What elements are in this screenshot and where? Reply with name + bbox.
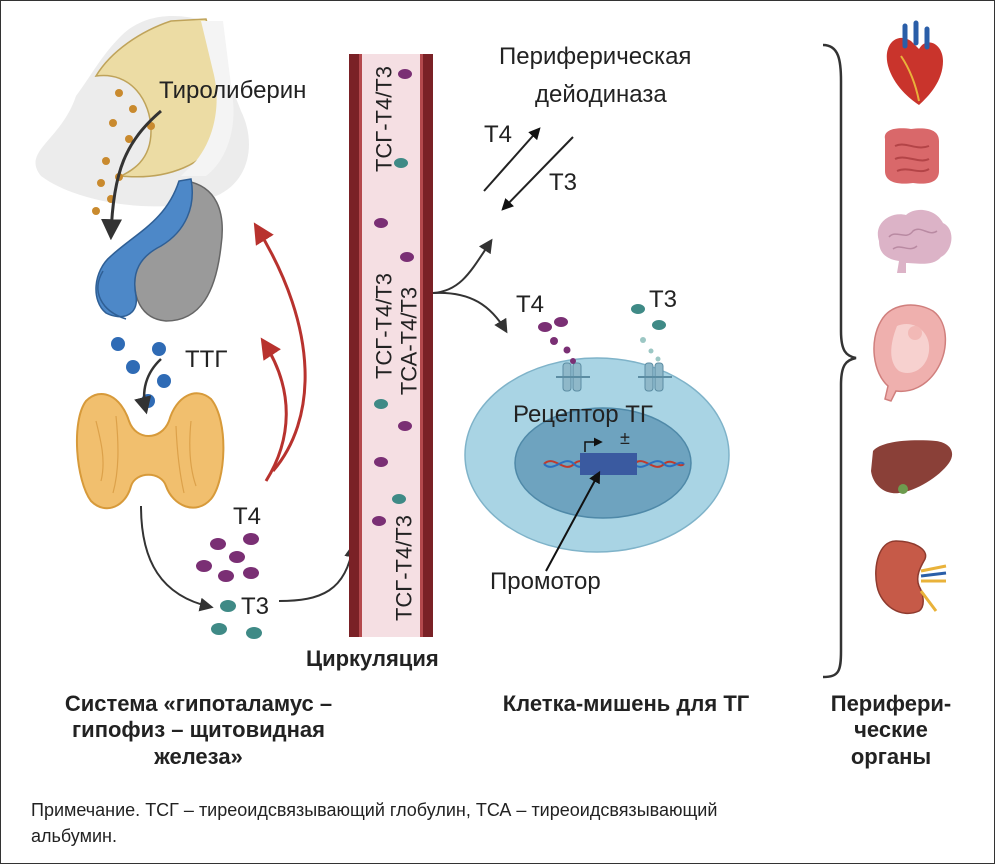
footnote-line1: Примечание. ТСГ – тиреоидсвязывающий гло… [31, 800, 718, 820]
label-t3-left: Т3 [241, 593, 270, 620]
label-promoter: Промотор [490, 568, 601, 595]
label-vessel-complex-2: ТСГ-Т4/Т3 [371, 272, 397, 380]
t4-molecules-cell [538, 317, 576, 364]
kidney-icon [875, 540, 947, 615]
caption-system-line3: железа» [154, 743, 243, 769]
label-circulation: Циркуляция [306, 646, 439, 671]
promoter-pointer [545, 470, 601, 572]
label-vessel-complex-4: ТСГ-Т4/Т3 [391, 514, 417, 622]
intestine-icon [884, 128, 939, 184]
caption-organs: Перифери- ческие органы [811, 691, 971, 770]
liver-icon [871, 440, 953, 494]
ttg-arrow [134, 358, 162, 415]
caption-organs-line3: органы [850, 743, 932, 769]
thyroid-illustration [76, 392, 225, 510]
label-t4-left: Т4 [233, 503, 262, 530]
label-t3-conversion: Т3 [549, 169, 578, 196]
t4-to-t3-arrow [483, 127, 541, 192]
caption-organs-line1: Перифери- [830, 691, 952, 716]
label-tyroliberin: Тиролиберин [159, 77, 307, 104]
to-circulation-arrow [278, 543, 359, 602]
tyroliberin-arrow [101, 109, 162, 241]
t3-molecules-cell [631, 304, 666, 362]
to-cell-arrow [432, 291, 508, 334]
label-receptor: Рецептор ТГ [513, 401, 653, 428]
ttg-molecules [111, 337, 171, 408]
feedback-arrow-pituitary [260, 337, 288, 482]
label-t4-cell: Т4 [516, 291, 545, 318]
t3-molecules-left [211, 600, 262, 639]
t3-to-t4-arrow [501, 136, 574, 211]
label-deiodinase-line1: Периферическая [499, 43, 692, 70]
t3-transporter [638, 362, 672, 392]
vessel-t4-molecules [372, 69, 414, 526]
caption-system-line2: гипофиз – щитовидная [72, 717, 325, 743]
vessel-t3-molecules [374, 158, 408, 504]
hypothalamus-illustration [35, 16, 249, 207]
caption-target-cell: Клетка-мишень для ТГ [502, 691, 750, 716]
blood-vessel [349, 54, 433, 637]
caption-organs-line2: ческие [854, 717, 928, 743]
heart-icon [886, 20, 943, 105]
caption-system: Система «гипоталамус – гипофиз – щитовид… [21, 691, 376, 770]
label-vessel-complex-1: ТСГ-Т4/Т3 [371, 65, 397, 173]
brain-icon [877, 209, 952, 273]
footnote: Примечание. ТСГ – тиреоидсвязывающий гло… [31, 797, 951, 849]
feedback-arrow-hypothalamus [253, 222, 307, 472]
uterus-fetus-icon [873, 304, 947, 402]
t4-transporter [556, 362, 590, 392]
label-plusminus: ± [620, 428, 630, 448]
thyroid-output-arrow [140, 505, 214, 612]
t4-molecules-left [196, 533, 259, 582]
caption-system-line1: Система «гипоталамус – [64, 691, 333, 716]
pituitary-illustration [95, 178, 223, 322]
label-t3-cell: Т3 [649, 286, 678, 313]
dna-strand [543, 437, 685, 475]
label-deiodinase-line2: дейодиназа [535, 81, 667, 108]
to-deiodinase-arrow [432, 238, 493, 294]
label-ttg: ТТГ [185, 346, 228, 373]
organs-brace [822, 43, 857, 679]
tyroliberin-granules [92, 89, 155, 215]
footnote-line2: альбумин. [31, 826, 117, 847]
label-t4-conversion: Т4 [484, 121, 513, 148]
label-vessel-complex-3: ТСА-Т4/Т3 [396, 286, 422, 396]
